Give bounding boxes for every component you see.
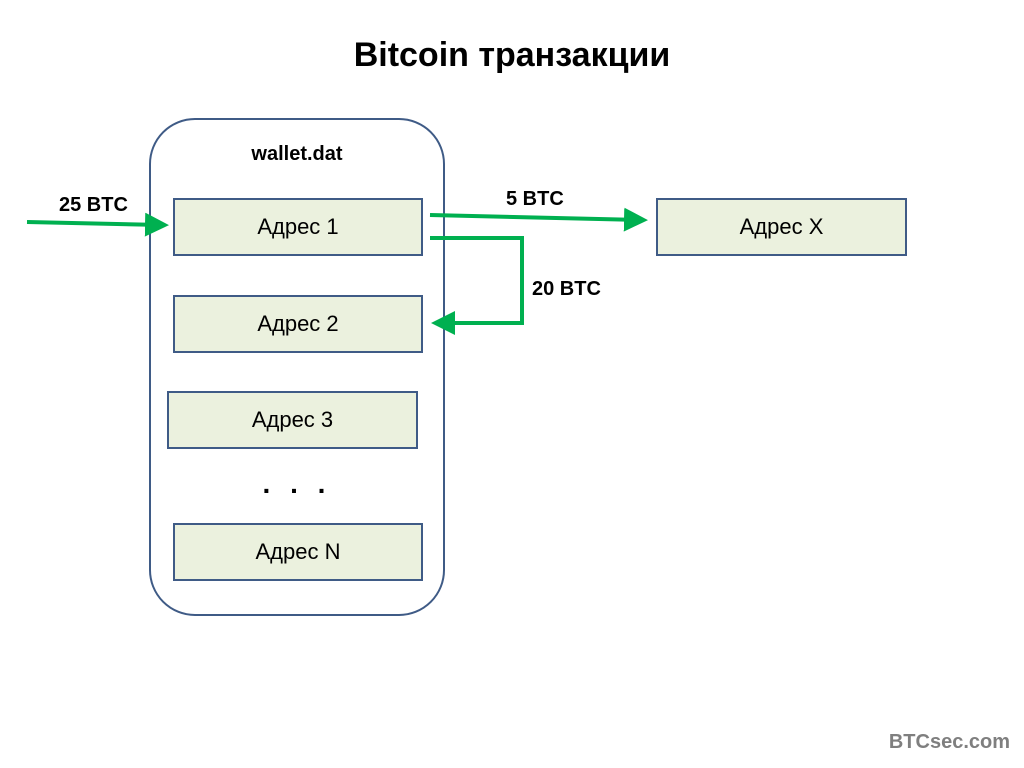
address-box-1: Адрес 1: [173, 198, 423, 256]
wallet-container: [149, 118, 445, 616]
ellipsis: . . .: [262, 468, 332, 499]
incoming-amount-label: 25 BTC: [59, 194, 128, 216]
change-arrow: [430, 236, 524, 335]
address-label: Адрес 1: [257, 214, 339, 239]
change-amount-label: 20 BTC: [532, 278, 601, 300]
incoming-arrow: [26, 212, 169, 237]
outgoing-arrow: [429, 207, 648, 232]
address-label: Адрес N: [255, 539, 341, 564]
address-label: Адрес 2: [257, 311, 339, 336]
address-box-3: Адрес 3: [167, 391, 418, 449]
address-box-2: Адрес 2: [173, 295, 423, 353]
page-title: Bitcoin транзакции: [353, 36, 671, 74]
address-label: Адрес 3: [251, 407, 334, 432]
external-amount-label: 5 BTC: [506, 188, 564, 210]
footer-source: BTCsec.com: [888, 731, 1010, 753]
external-address-box: Адрес X: [656, 198, 907, 256]
address-box-n: Адрес N: [173, 523, 423, 581]
address-label: Адрес X: [739, 214, 824, 239]
wallet-label: wallet.dat: [251, 143, 343, 165]
